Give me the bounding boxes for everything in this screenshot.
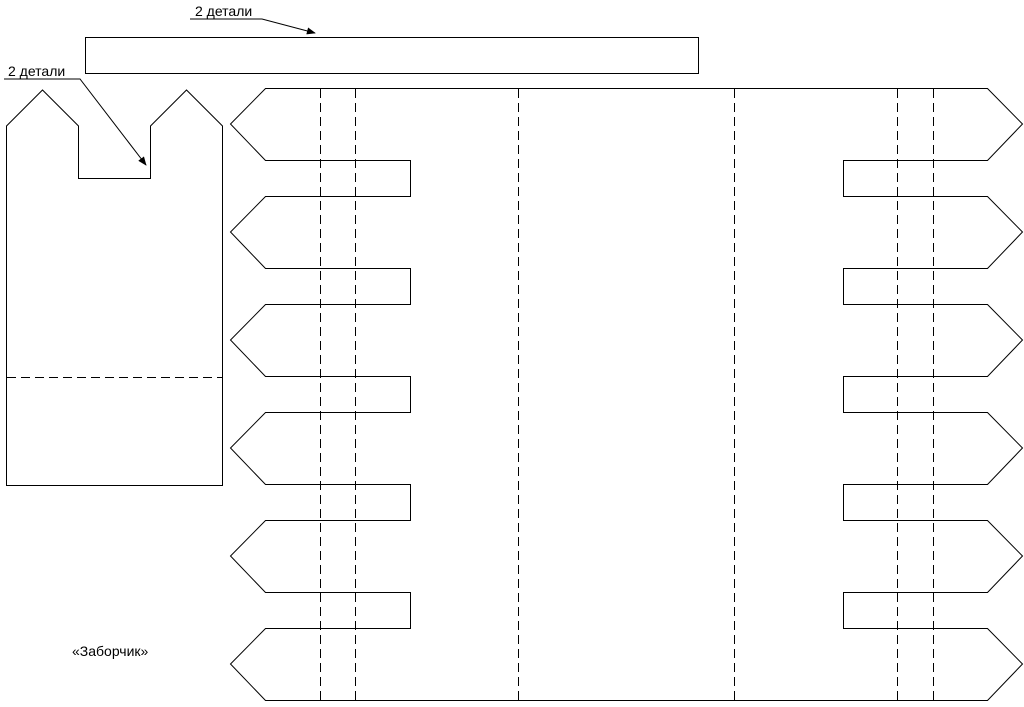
side-post-piece <box>6 89 223 486</box>
fence-outline <box>229 88 1024 701</box>
top-strip-piece <box>85 37 699 74</box>
post-count-label: 2 детали <box>8 63 65 79</box>
strip-leader-arrow <box>190 18 316 35</box>
pattern-title: «Заборчик» <box>72 643 149 659</box>
strip-count-label: 2 детали <box>195 3 252 19</box>
post-leader-arrow <box>4 78 147 166</box>
